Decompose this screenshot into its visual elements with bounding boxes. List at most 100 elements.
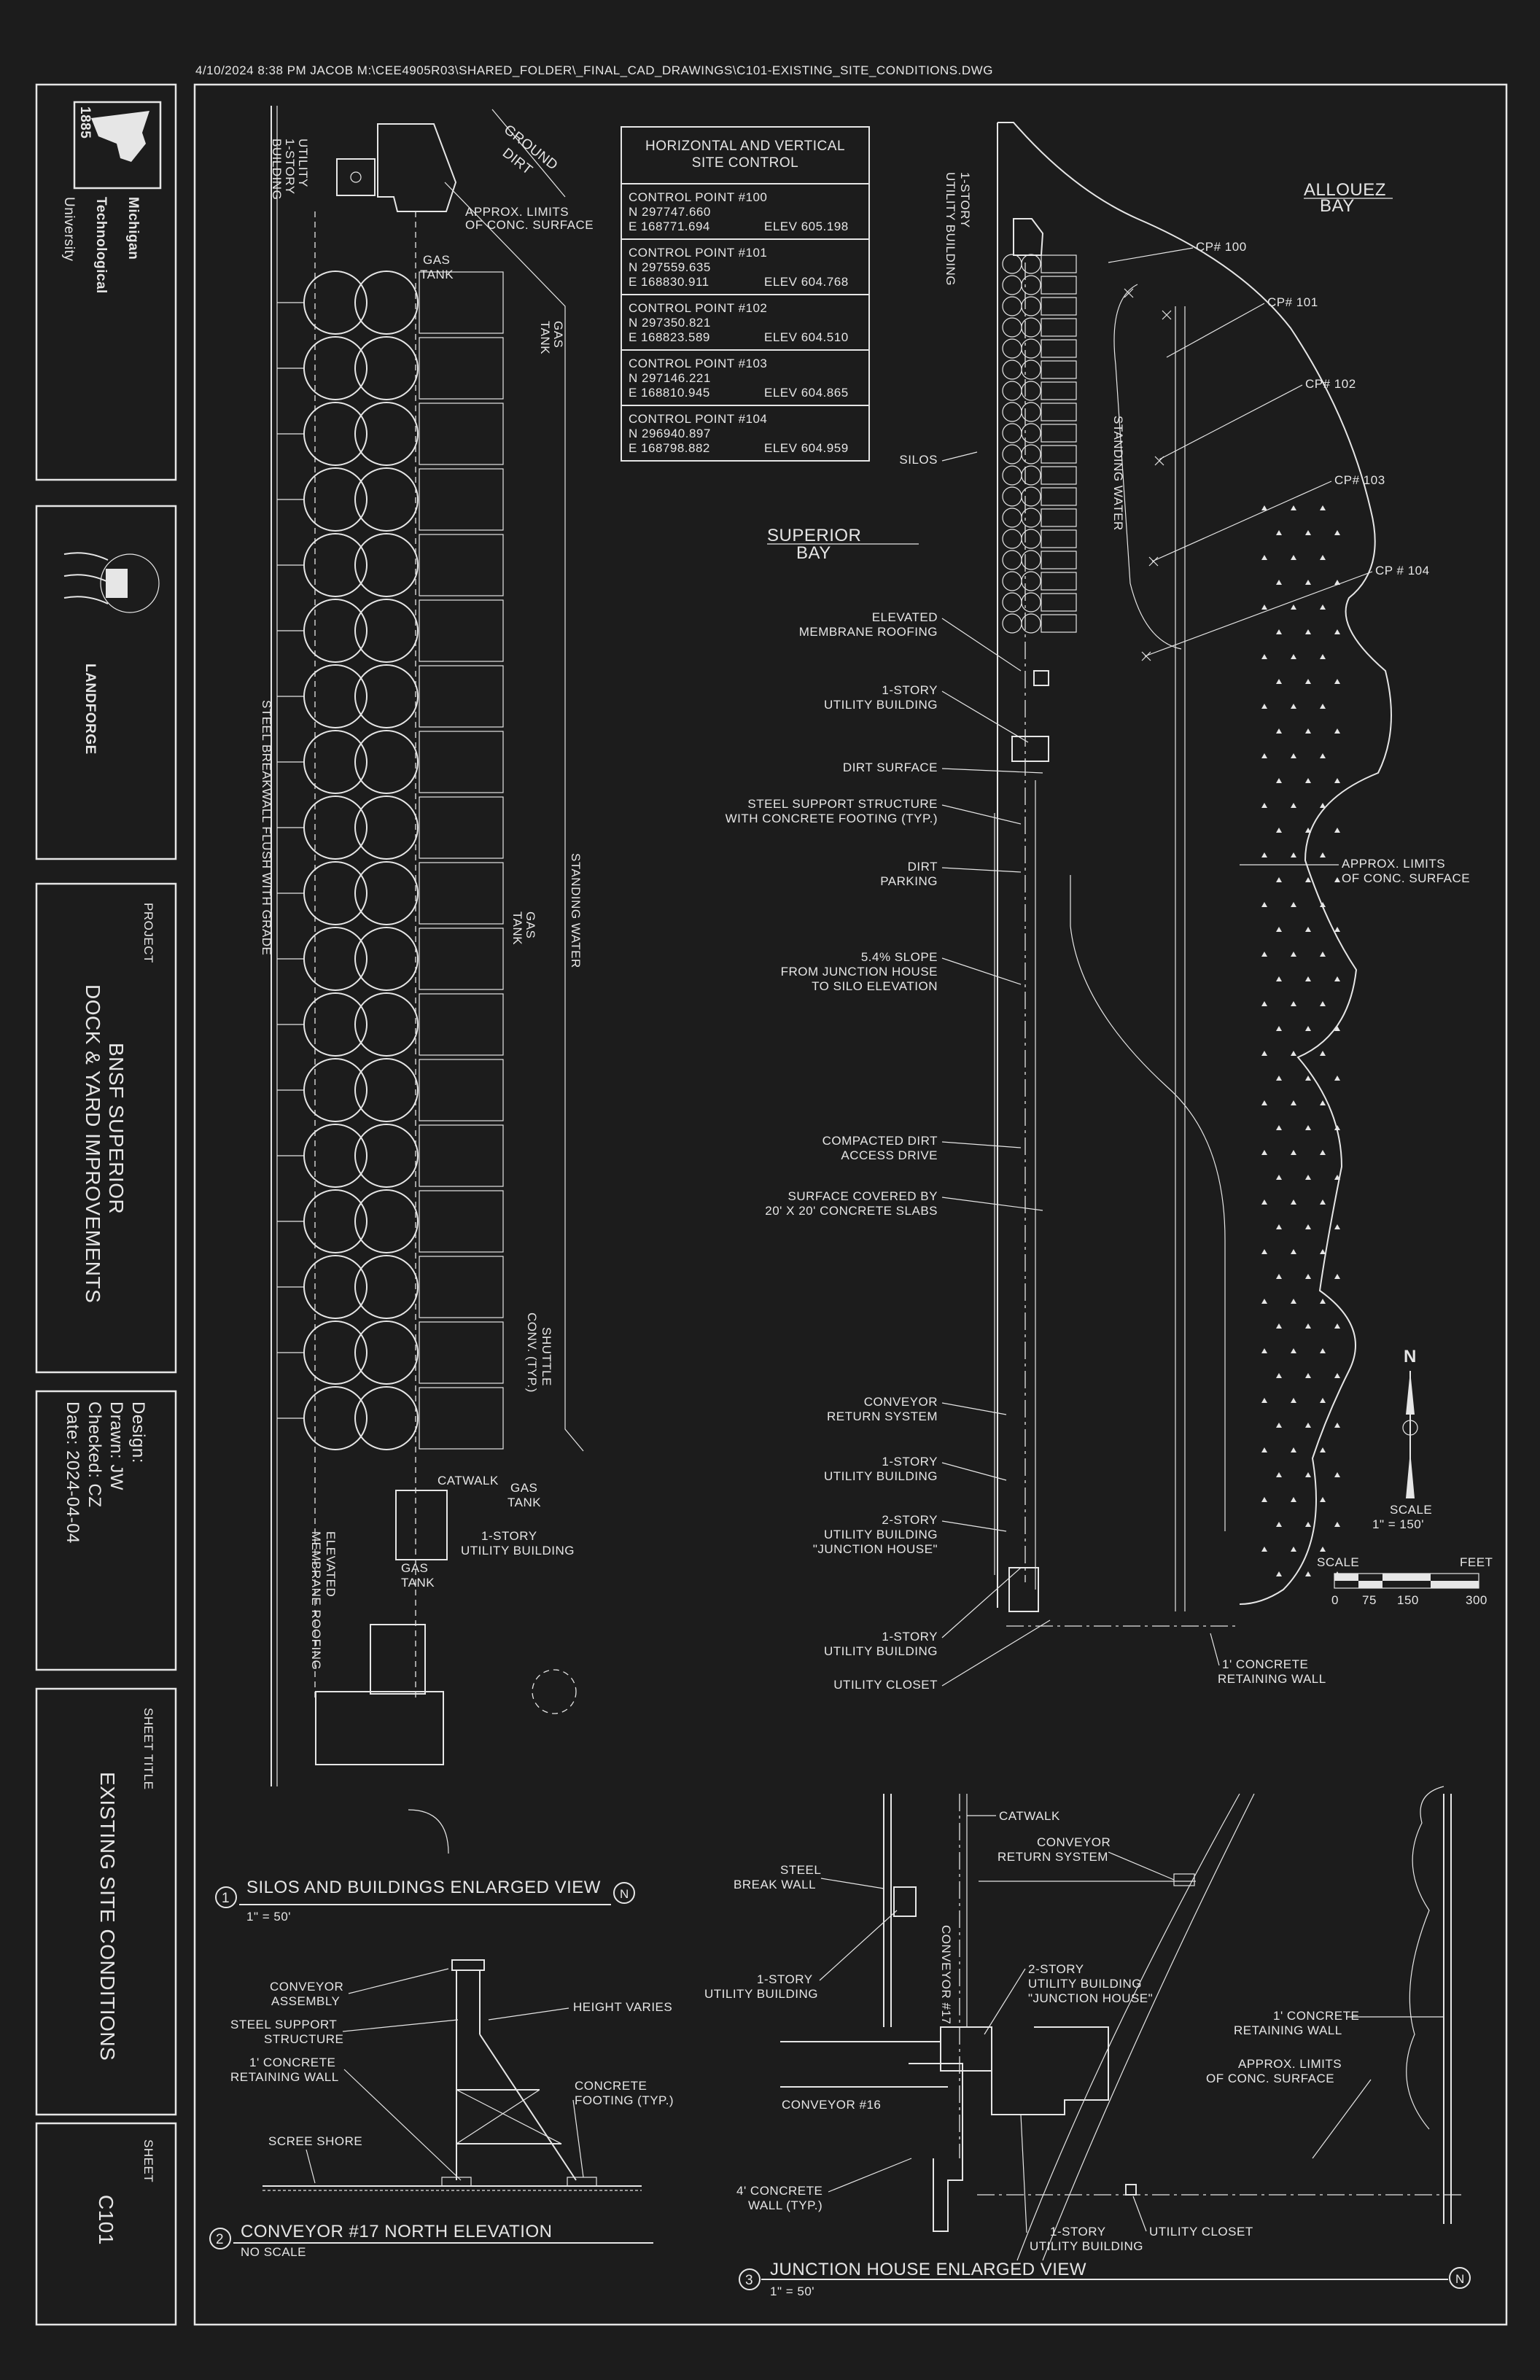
site-silo <box>1021 402 1041 422</box>
label-cp-100: CP# 100 <box>1196 240 1247 254</box>
concrete-hatch-mark <box>1261 1348 1267 1353</box>
site-silo <box>1021 508 1041 528</box>
north-arrow-3-icon <box>1449 2267 1471 2289</box>
site-silo <box>1021 465 1041 486</box>
site-label-line2: WITH CONCRETE FOOTING (TYP.) <box>726 812 938 825</box>
site-silo-bay <box>1041 297 1077 316</box>
concrete-hatch-mark <box>1334 1026 1340 1031</box>
concrete-hatch-mark <box>1276 927 1282 932</box>
concrete-hatch-mark <box>1276 728 1282 734</box>
concrete-hatch-mark <box>1334 877 1340 882</box>
site-silo <box>1002 402 1022 422</box>
university-line2: Technological <box>93 197 109 294</box>
concrete-hatch-mark <box>1334 530 1340 535</box>
concrete-hatch-mark <box>1261 555 1267 560</box>
silo-bay <box>419 402 504 465</box>
concrete-hatch-mark <box>1334 1274 1340 1279</box>
silo <box>303 533 368 597</box>
label-jv-util-1: 1-STORY <box>757 1972 813 1986</box>
site-label-line1: STEEL SUPPORT STRUCTURE <box>747 797 938 811</box>
site-silo <box>1002 529 1022 549</box>
label-conv-ret-2: RETURN SYSTEM <box>998 1850 1108 1864</box>
silo-bay <box>419 731 504 793</box>
concrete-hatch-mark <box>1305 1323 1311 1329</box>
title-block: 1885 Michigan Technological University L… <box>35 83 177 2326</box>
silo <box>354 664 419 728</box>
site-silo-bay <box>1041 593 1077 612</box>
site-silo <box>1021 444 1041 464</box>
site-label-line1: 1-STORY <box>882 1455 938 1469</box>
site-label-line2: UTILITY BUILDING <box>824 1644 938 1658</box>
label-catwalk-1: CATWALK <box>438 1474 499 1488</box>
concrete-hatch-mark <box>1305 1373 1311 1378</box>
site-silo-bay <box>1041 551 1077 569</box>
concrete-hatch-mark <box>1261 1447 1267 1452</box>
label-cp-101: CP# 101 <box>1267 295 1318 309</box>
conveyor-elevation-view: CONVEYOR ASSEMBLY STEEL SUPPORT STRUCTUR… <box>209 1959 674 2259</box>
concrete-hatch-mark <box>1305 1571 1311 1576</box>
label-scree-shore: SCREE SHORE <box>268 2134 362 2148</box>
project-line2: DOCK & YARD IMPROVEMENTS <box>82 984 104 1303</box>
site-silo-bay <box>1041 318 1077 337</box>
silo-bay <box>419 993 504 1056</box>
silo <box>303 1124 368 1188</box>
site-silo-bay <box>1041 254 1077 273</box>
concrete-hatch-mark <box>1291 1001 1296 1006</box>
site-label-line1: 1-STORY <box>882 1630 938 1644</box>
site-silo <box>1002 486 1022 507</box>
label-conc-limit-1: APPROX. LIMITS <box>465 205 569 219</box>
sheet-number-panel <box>35 2122 177 2326</box>
cp-row-easting: E 168810.945 <box>629 386 710 400</box>
concrete-hatch-mark <box>1334 927 1340 932</box>
concrete-hatch-mark <box>1276 1323 1282 1329</box>
site-silo <box>1002 296 1022 316</box>
anvil-icon <box>106 569 128 598</box>
university-logo: 1885 Michigan Technological University <box>61 101 162 294</box>
concrete-hatch-mark <box>1291 852 1296 858</box>
label-cp-102: CP# 102 <box>1305 377 1356 391</box>
concrete-hatch-mark <box>1261 753 1267 758</box>
view-3-number: 3 <box>745 2273 753 2288</box>
site-silo <box>1021 296 1041 316</box>
concrete-hatch-mark <box>1276 976 1282 981</box>
concrete-hatch-mark <box>1261 1547 1267 1552</box>
concrete-hatch-mark <box>1320 704 1326 709</box>
label-wall-4ft-1: 4' CONCRETE <box>736 2184 822 2198</box>
concrete-pad-top <box>377 123 457 212</box>
site-silo <box>1002 423 1022 443</box>
concrete-hatch-mark <box>1291 1547 1296 1552</box>
site-silo-bay <box>1041 402 1077 421</box>
concrete-hatch-mark <box>1291 1249 1296 1254</box>
north-arrow-icon <box>1402 1371 1418 1498</box>
concrete-hatch-mark <box>1320 1100 1326 1105</box>
site-silo <box>1002 254 1022 274</box>
label-gas-2: GAS <box>551 321 565 348</box>
site-silo <box>1021 359 1041 380</box>
site-silo <box>1002 613 1022 634</box>
utility-building-mid <box>370 1624 426 1695</box>
concrete-hatch-mark <box>1320 803 1326 808</box>
silo <box>354 533 419 597</box>
site-label-line2: ACCESS DRIVE <box>841 1148 938 1162</box>
concrete-hatch-mark <box>1291 803 1296 808</box>
label-jv-util-b-1: 1-STORY <box>1050 2225 1106 2239</box>
concrete-hatch-mark <box>1261 1249 1267 1254</box>
concrete-hatch-mark <box>1261 803 1267 808</box>
control-point-marker-icon <box>1141 651 1151 661</box>
silo <box>303 927 368 991</box>
concrete-hatch-mark <box>1276 877 1282 882</box>
cp-row-elevation: ELEV 604.768 <box>764 275 849 289</box>
site-silo-bay <box>1041 466 1077 485</box>
site-label-line1: 2-STORY <box>882 1513 938 1527</box>
concrete-hatch-mark <box>1291 604 1296 610</box>
label-catwalk-2: CATWALK <box>999 1809 1060 1823</box>
bar-tick-75: 75 <box>1362 1593 1377 1607</box>
site-silo <box>1002 359 1022 380</box>
concrete-hatch-mark <box>1334 778 1340 783</box>
credit-drawn: Drawn: JW <box>106 1401 126 1490</box>
concrete-hatch-mark <box>1261 852 1267 858</box>
label-jh-3: "JUNCTION HOUSE" <box>1028 1991 1153 2005</box>
concrete-hatch-mark <box>1334 828 1340 833</box>
concrete-hatch-mark <box>1276 1076 1282 1081</box>
site-control-table: HORIZONTAL AND VERTICAL SITE CONTROL CON… <box>621 126 870 462</box>
